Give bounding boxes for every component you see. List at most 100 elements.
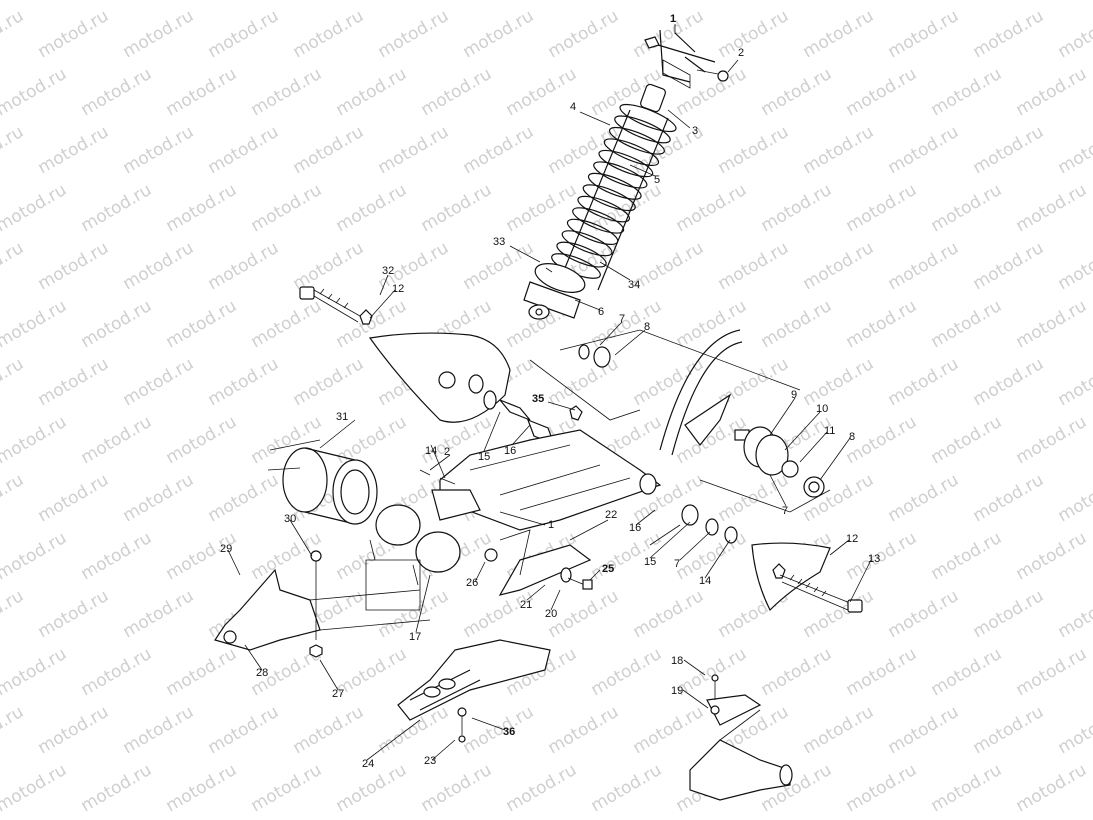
watermark-text: motod.ru [418,180,496,236]
callout-7-top: 7 [619,313,625,325]
watermark-text: motod.ru [758,644,836,700]
spring-coil [587,172,642,200]
watermark-text: motod.ru [885,6,963,62]
watermark-text: motod.ru [1013,412,1091,468]
watermark-text: motod.ru [120,586,198,642]
watermark-text: motod.ru [0,122,27,178]
watermark-text: motod.ru [503,64,581,120]
spring-coil [593,161,648,189]
exploded-assembly-drawing [214,24,872,801]
callout-34: 34 [628,279,640,291]
watermark-text: motod.ru [205,122,283,178]
watermark-text: motod.ru [163,412,241,468]
watermark-text: motod.ru [120,470,198,526]
watermark-text: motod.ru [800,122,878,178]
watermark-text: motod.ru [290,702,368,758]
callout-33: 33 [493,236,505,248]
watermark-text: motod.ru [843,644,921,700]
watermark-text: motod.ru [1055,586,1093,642]
watermark-text: motod.ru [1013,528,1091,584]
watermark-text: motod.ru [0,180,70,236]
callout-29: 29 [220,543,232,555]
watermark-text: motod.ru [290,354,368,410]
watermark-text: motod.ru [673,180,751,236]
watermark-text: motod.ru [78,644,156,700]
watermark-text: motod.ru [460,122,538,178]
watermark-text: motod.ru [588,296,666,352]
watermark-text: motod.ru [205,238,283,294]
watermark-text: motod.ru [120,6,198,62]
callout-1: 1 [670,13,676,25]
watermark-text: motod.ru [928,64,1006,120]
watermark-text: motod.ru [758,180,836,236]
callout-31: 31 [336,411,348,423]
spring-coil [572,207,625,234]
watermark-text: motod.ru [843,296,921,352]
watermark-text: motod.ru [885,122,963,178]
watermark-text: motod.ru [248,296,326,352]
watermark-text: motod.ru [885,238,963,294]
watermark-text: motod.ru [1013,0,1091,4]
watermark-text: motod.ru [333,64,411,120]
skid-plate [397,639,551,743]
watermark-text: motod.ru [630,586,708,642]
callout-35: 35 [532,393,544,405]
watermark-text: motod.ru [588,644,666,700]
watermark-text: motod.ru [290,238,368,294]
watermark-text: motod.ru [78,0,156,4]
watermark-text: motod.ru [0,296,70,352]
watermark-text: motod.ru [928,0,1006,4]
watermark-text: motod.ru [163,64,241,120]
callout-13: 13 [868,553,880,565]
watermark-text: motod.ru [35,702,113,758]
watermark-text: motod.ru [418,0,496,4]
watermark-text: motod.ru [248,64,326,120]
callout-20: 20 [545,608,557,620]
watermark-text: motod.ru [545,6,623,62]
watermark-text: motod.ru [758,0,836,4]
watermark-text: motod.ru [928,412,1006,468]
watermark-text: motod.ru [1055,122,1093,178]
callout-26: 26 [466,577,478,589]
watermark-text: motod.ru [460,6,538,62]
watermark-text: motod.ru [418,64,496,120]
callout-19: 19 [671,685,683,697]
callout-3: 3 [692,125,698,137]
watermark-text: motod.ru [205,6,283,62]
callout-10: 10 [816,403,828,415]
callout-6: 6 [598,306,604,318]
watermark-text: motod.ru [120,122,198,178]
callout-14-right: 14 [699,575,711,587]
callout-27: 27 [332,688,344,700]
watermark-text: motod.ru [35,470,113,526]
watermark-text: motod.ru [800,238,878,294]
watermark-text: motod.ru [970,238,1048,294]
callout-18: 18 [671,655,683,667]
watermark-text: motod.ru [673,296,751,352]
watermark-text: motod.ru [843,760,921,816]
watermark-text: motod.ru [163,0,241,4]
left-side-plate [299,286,511,423]
watermark-text: motod.ru [78,180,156,236]
spring-coil [582,184,636,212]
watermark-text: motod.ru [0,644,70,700]
callout-4: 4 [570,101,576,113]
top-mount-bracket [644,29,729,89]
watermark-text: motod.ru [0,64,70,120]
callout-28: 28 [256,667,268,679]
watermark-text: motod.ru [928,180,1006,236]
watermark-text: motod.ru [885,702,963,758]
watermark-text: motod.ru [0,6,27,62]
watermark-text: motod.ru [545,354,623,410]
watermark-text: motod.ru [630,238,708,294]
spring-coil [614,115,671,144]
spring-coil [556,241,607,268]
callout-5: 5 [654,174,660,186]
callout-12-right: 12 [846,533,858,545]
watermark-text: motod.ru [1055,6,1093,62]
watermark-text: motod.ru [588,760,666,816]
watermark-text: motod.ru [78,760,156,816]
watermark-text: motod.ru [715,122,793,178]
callout-36: 36 [503,726,515,738]
